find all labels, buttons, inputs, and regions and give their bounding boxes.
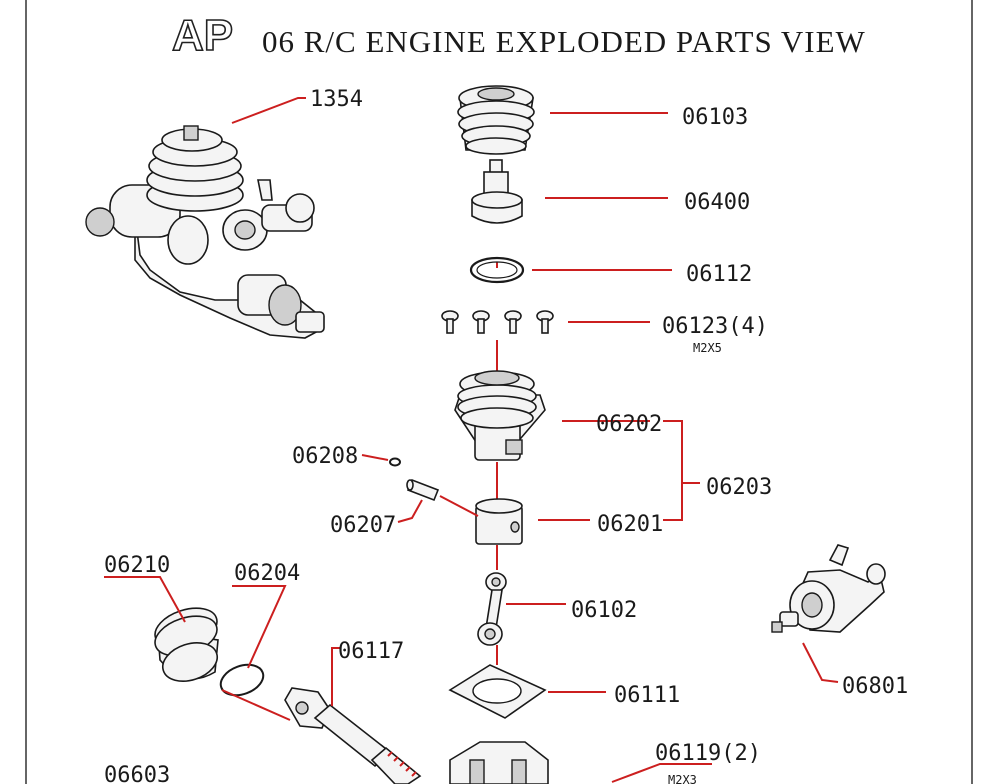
spec-06119: M2X3: [668, 773, 697, 784]
complete-engine-part: [85, 125, 325, 339]
leader-06208: [361, 454, 389, 461]
label-06123: 06123(4): [662, 314, 768, 339]
label-1354: 1354: [310, 87, 363, 112]
leader-06210: [331, 647, 340, 706]
spec-06123: M2X5: [693, 341, 722, 355]
cylinder-part: [454, 370, 546, 461]
connecting-rod-part: [477, 572, 507, 646]
piston-part: [475, 498, 523, 545]
label-06119: 06119(2): [655, 741, 761, 766]
bracket-06203: [663, 420, 683, 521]
diagram-title: 06 R/C ENGINE EXPLODED PARTS VIEW: [262, 24, 866, 59]
carburetor-part: [771, 544, 886, 633]
cylinder-head-part: [457, 85, 535, 155]
gasket-ring-part: [469, 256, 525, 284]
label-06207: 06207: [330, 513, 396, 538]
circlip-part: [389, 457, 401, 467]
leader-06111: [232, 585, 287, 669]
label-06210: 06117: [338, 639, 404, 664]
o-ring-part: [219, 663, 265, 697]
back-plate-part: [154, 607, 219, 682]
crankshaft-part: [284, 687, 422, 784]
label-06801: 06801: [842, 674, 908, 699]
label-06203: 06203: [706, 475, 772, 500]
leader-crank-axis: [221, 689, 291, 721]
piston-pin-part: [406, 478, 440, 502]
leader-06207-pin: [439, 495, 479, 517]
label-06204: 06102: [571, 598, 637, 623]
label-06202: 06202: [596, 412, 662, 437]
label-06117: 06111: [614, 683, 680, 708]
leader-06801: [802, 642, 839, 683]
label-06103: 06103: [682, 105, 748, 130]
label-06603: 06603: [104, 763, 170, 784]
plug-insert-part: [471, 159, 523, 224]
label-06208: 06208: [292, 444, 358, 469]
screws-part: [441, 310, 554, 334]
crankcase-gasket-part: [448, 664, 547, 719]
crankcase-part: [449, 741, 549, 784]
label-06400: 06400: [684, 190, 750, 215]
leader-06102: [104, 576, 186, 623]
leader-06207: [397, 499, 423, 523]
leader-06119: [611, 763, 712, 783]
label-06111: 06204: [234, 561, 300, 586]
label-06102: 06210: [104, 553, 170, 578]
label-06201: 06201: [597, 512, 663, 537]
label-06112: 06112: [686, 262, 752, 287]
leader-1354: [231, 97, 306, 124]
brand-logo: AP: [172, 11, 233, 60]
